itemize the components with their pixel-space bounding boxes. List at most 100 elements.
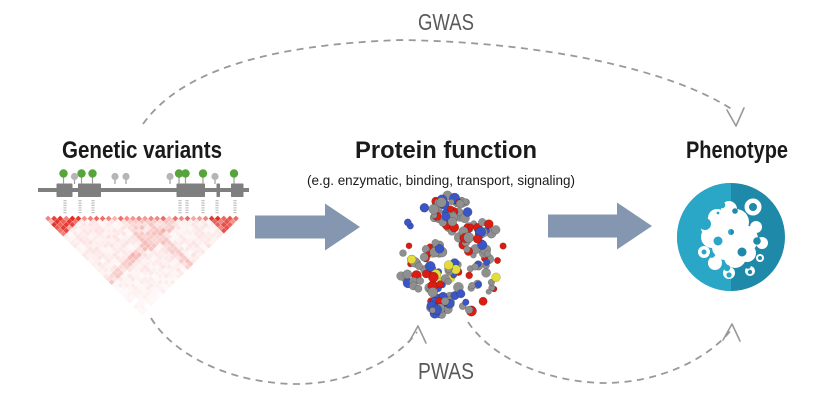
ld-cell (190, 233, 197, 240)
ld-cell (133, 230, 139, 237)
ld-cell (120, 230, 127, 237)
protein-atom (481, 267, 491, 278)
ld-cell (87, 245, 94, 252)
ld-cell (148, 258, 154, 264)
ld-cell (157, 218, 164, 225)
ld-cell (87, 215, 94, 222)
protein-atom (491, 272, 501, 283)
ld-cell (160, 227, 167, 234)
ld-cell (93, 215, 100, 222)
ld-cell (117, 276, 124, 283)
ld-cell (157, 261, 164, 267)
ld-cell (123, 233, 130, 240)
ld-cell (78, 248, 85, 255)
protein-atom (483, 258, 491, 266)
ld-cell (175, 218, 182, 225)
ld-cell (157, 267, 164, 273)
ld-cell (87, 258, 94, 264)
ld-cell (127, 248, 133, 255)
protein-atom (478, 296, 488, 306)
ld-cell (90, 242, 97, 249)
ld-cell (175, 224, 182, 231)
ld-cell (93, 221, 100, 228)
ld-cell (93, 245, 100, 252)
ld-cell (160, 215, 167, 222)
ld-cell (99, 245, 106, 252)
ld-cell (160, 221, 167, 228)
ld-cell (217, 224, 224, 231)
ld-cell (96, 224, 103, 231)
ld-cell (54, 224, 61, 231)
ld-cell (105, 233, 112, 240)
ld-cell (96, 236, 103, 243)
ld-cell (123, 245, 130, 252)
ld-cell (90, 230, 97, 237)
ld-cell (136, 215, 142, 222)
gwas-arrowhead-icon (726, 107, 745, 127)
ld-cell (93, 264, 100, 270)
ld-cell (172, 215, 179, 222)
ld-cell (102, 224, 109, 231)
ld-cell (142, 282, 148, 289)
ld-cell (205, 224, 212, 231)
ld-cell (133, 218, 139, 225)
ld-cell (205, 236, 212, 243)
ld-cell (96, 248, 103, 255)
ld-cell (45, 215, 51, 222)
ld-cell (136, 270, 142, 276)
ld-cell (69, 221, 76, 228)
ld-cell (130, 276, 136, 283)
ld-cell (223, 224, 230, 231)
ld-cell (84, 255, 91, 261)
snp-lollipop (174, 169, 184, 178)
ld-cell (84, 236, 91, 243)
ld-cell (181, 248, 188, 255)
ld-cell (139, 303, 145, 310)
ld-cell (184, 258, 191, 264)
ld-cell (139, 224, 145, 231)
ld-cell (81, 221, 88, 228)
ld-cell (111, 264, 118, 270)
exon (231, 183, 244, 197)
protein-atom (447, 216, 458, 227)
ld-cell (117, 215, 124, 222)
ld-cell (154, 239, 161, 246)
ld-cell (127, 224, 133, 231)
protein-atom (424, 260, 436, 272)
ld-cell (199, 230, 206, 237)
protein-atom (485, 288, 492, 295)
ld-cell (111, 239, 118, 246)
ld-cell (139, 242, 145, 249)
protein-atom (467, 223, 474, 230)
ld-cell (136, 239, 142, 246)
ld-cell (123, 264, 130, 270)
ld-cell (108, 230, 115, 237)
ld-cell (114, 273, 121, 279)
ld-cell (187, 242, 194, 249)
ld-cell (160, 245, 167, 252)
ld-cell (142, 288, 148, 295)
ld-cell (133, 248, 139, 255)
ld-cell (169, 242, 176, 249)
ld-cell (187, 236, 194, 243)
ld-cell (169, 248, 176, 255)
ld-cell (136, 264, 142, 270)
ld-cell (193, 236, 200, 243)
ld-cell (145, 248, 151, 255)
ld-cell (133, 261, 139, 267)
exon (176, 183, 205, 197)
ld-cell (108, 261, 115, 267)
protein-structure (396, 190, 507, 319)
ld-cell (130, 288, 136, 295)
ld-cell (130, 221, 136, 228)
ld-cell (120, 261, 127, 267)
ld-cell (99, 233, 106, 240)
ld-cell (123, 294, 130, 301)
ld-cell (93, 233, 100, 240)
ld-cell (111, 252, 118, 258)
ld-cell (151, 261, 157, 267)
ld-cell (81, 233, 88, 240)
ld-cell (163, 236, 170, 243)
pwas-arrow-right (467, 321, 741, 384)
ld-cell (178, 264, 185, 270)
